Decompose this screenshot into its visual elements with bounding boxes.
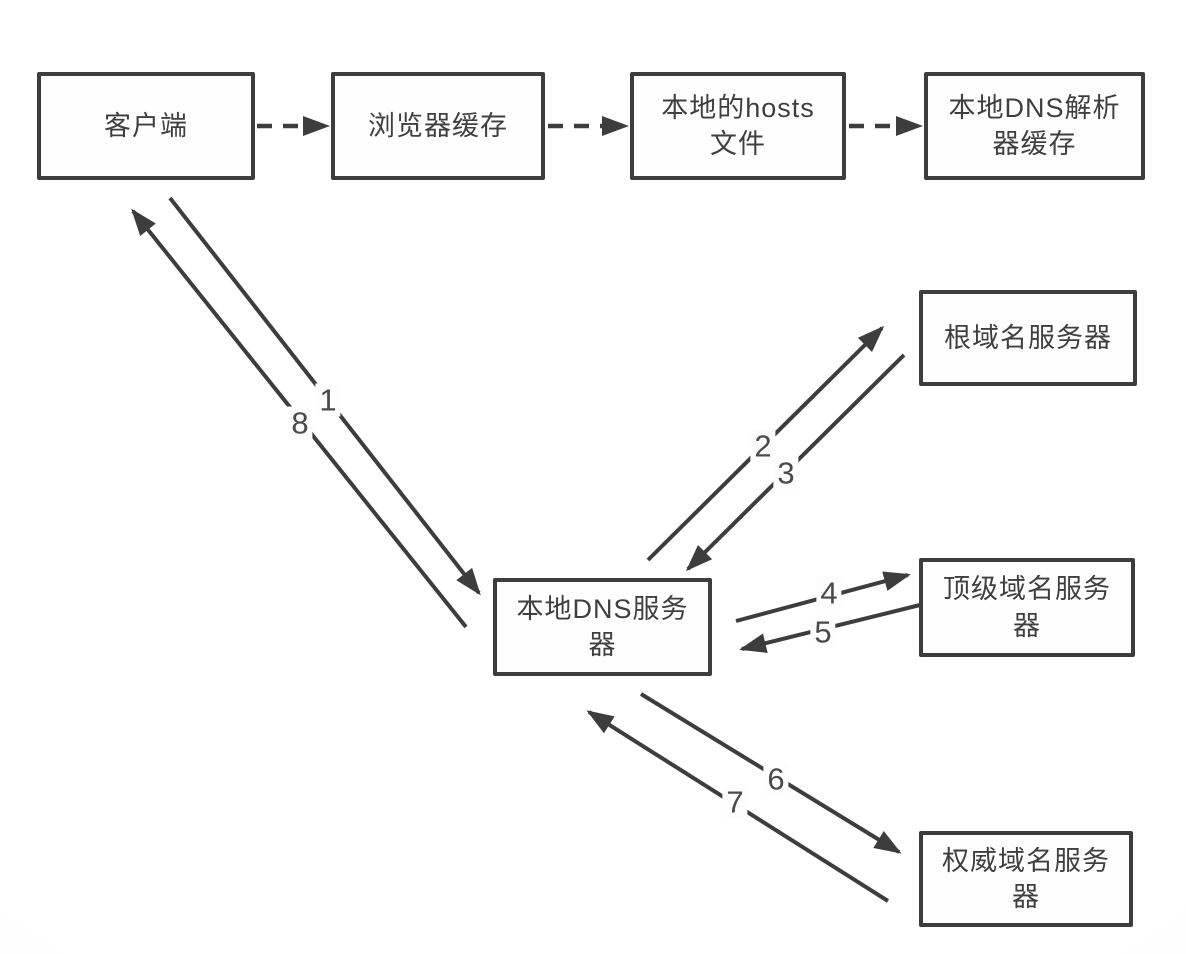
node-auth-server: 权威域名服务 器 xyxy=(919,831,1133,927)
node-client-label: 客户端 xyxy=(104,110,188,141)
node-resolver-cache-label: 本地DNS解析 器缓存 xyxy=(948,92,1121,159)
node-hosts-file-label: 本地的hosts 文件 xyxy=(661,92,815,159)
node-local-dns-server-label: 本地DNS服务 器 xyxy=(516,593,689,660)
edge-step5-label: 5 xyxy=(810,615,836,649)
edge-step1-label: 1 xyxy=(315,383,341,417)
node-local-dns-server: 本地DNS服务 器 xyxy=(493,578,712,676)
edge-step3-label: 3 xyxy=(773,456,799,490)
edge-step7-label: 7 xyxy=(722,785,748,819)
node-hosts-file: 本地的hosts 文件 xyxy=(630,72,846,180)
node-tld-server: 顶级域名服务 器 xyxy=(919,558,1135,657)
node-browser-cache: 浏览器缓存 xyxy=(331,72,545,180)
node-resolver-cache: 本地DNS解析 器缓存 xyxy=(924,72,1145,180)
edge-step8-label: 8 xyxy=(287,406,313,440)
node-auth-server-label: 权威域名服务 器 xyxy=(942,845,1110,912)
edge-step6-label: 6 xyxy=(763,762,789,796)
node-root-server: 根域名服务器 xyxy=(919,290,1137,386)
node-browser-cache-label: 浏览器缓存 xyxy=(368,110,508,141)
node-tld-server-label: 顶级域名服务 器 xyxy=(943,574,1111,641)
node-root-server-label: 根域名服务器 xyxy=(944,322,1112,353)
edge-step4-label: 4 xyxy=(816,576,842,610)
node-client: 客户端 xyxy=(37,72,255,180)
edge-step2-label: 2 xyxy=(750,429,776,463)
